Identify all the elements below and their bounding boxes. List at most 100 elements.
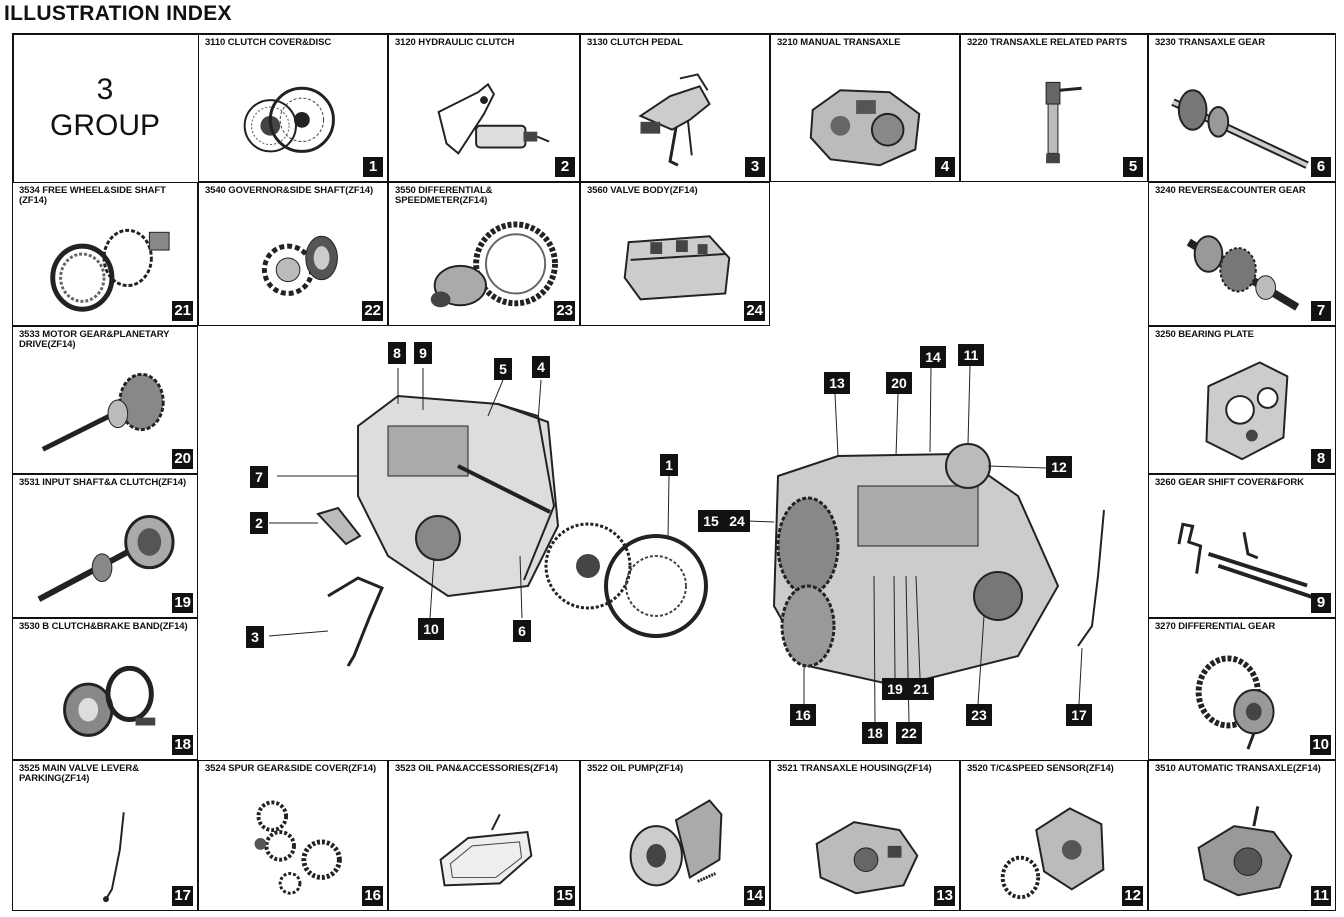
cell-number: 16 <box>362 886 383 906</box>
cell-number: 21 <box>172 301 193 321</box>
index-cell-3521[interactable]: 3521 TRANSAXLE HOUSING(ZF14) 13 <box>770 760 960 911</box>
index-cell-3110[interactable]: 3110 CLUTCH COVER&DISC 1 <box>198 34 388 182</box>
index-cell-3530[interactable]: 3530 B CLUTCH&BRAKE BAND(ZF14) 18 <box>12 618 198 760</box>
cell-caption: 3520 T/C&SPEED SENSOR(ZF14) <box>967 763 1114 774</box>
cell-caption: 3540 GOVERNOR&SIDE SHAFT(ZF14) <box>205 185 374 196</box>
index-cell-3520[interactable]: 3520 T/C&SPEED SENSOR(ZF14) 12 <box>960 760 1148 911</box>
callout-19: 19 <box>882 678 908 700</box>
shift-rod-icon <box>1045 81 1082 164</box>
cell-caption: 3510 AUTOMATIC TRANSAXLE(ZF14) <box>1155 763 1321 774</box>
cell-caption: 3130 CLUTCH PEDAL <box>587 37 683 48</box>
cell-number: 6 <box>1311 157 1331 177</box>
cell-caption: 3534 FREE WHEEL&SIDE SHAFT (ZF14) <box>19 185 166 206</box>
group-label: 3 GROUP <box>12 34 198 182</box>
index-cell-3220[interactable]: 3220 TRANSAXLE RELATED PARTS 5 <box>960 34 1148 182</box>
cell-number: 10 <box>1310 735 1331 755</box>
cell-caption: 3560 VALVE BODY(ZF14) <box>587 185 698 196</box>
cell-number: 17 <box>172 886 193 906</box>
transaxle-icon <box>1000 807 1105 900</box>
index-cell-3120[interactable]: 3120 HYDRAULIC CLUTCH 2 <box>388 34 580 182</box>
cell-caption: 3523 OIL PAN&ACCESSORIES(ZF14) <box>395 763 558 774</box>
cell-number: 22 <box>362 301 383 321</box>
cell-caption: 3230 TRANSAXLE GEAR <box>1155 37 1266 48</box>
cell-caption: 3522 OIL PUMP(ZF14) <box>587 763 684 774</box>
cell-caption: 3533 MOTOR GEAR&PLANETARY DRIVE(ZF14) <box>19 329 170 350</box>
cell-caption: 3525 MAIN VALVE LEVER& PARKING(ZF14) <box>19 763 139 784</box>
callout-15: 15 <box>698 510 724 532</box>
cell-number: 19 <box>172 593 193 613</box>
cell-caption: 3110 CLUTCH COVER&DISC <box>205 37 332 48</box>
index-cell-3550[interactable]: 3550 DIFFERENTIAL& SPEEDMETER(ZF14) 23 <box>388 182 580 326</box>
hydraulic-cylinder-icon <box>437 82 550 155</box>
page-title: ILLUSTRATION INDEX <box>4 2 232 25</box>
cell-number: 1 <box>363 157 383 177</box>
cell-number: 2 <box>555 157 575 177</box>
index-cell-3531[interactable]: 3531 INPUT SHAFT&A CLUTCH(ZF14) 19 <box>12 474 198 618</box>
callout-13: 13 <box>824 372 850 394</box>
callout-16: 16 <box>790 704 816 726</box>
cell-caption: 3270 DIFFERENTIAL GEAR <box>1155 621 1276 632</box>
cell-number: 15 <box>554 886 575 906</box>
cell-caption: 3524 SPUR GEAR&SIDE COVER(ZF14) <box>205 763 377 774</box>
oil-pan-icon <box>439 813 533 887</box>
cell-number: 7 <box>1311 301 1331 321</box>
index-cell-3534[interactable]: 3534 FREE WHEEL&SIDE SHAFT (ZF14) 21 <box>12 182 198 326</box>
cell-number: 13 <box>934 886 955 906</box>
callout-7: 7 <box>250 466 268 488</box>
index-cell-3510[interactable]: 3510 AUTOMATIC TRANSAXLE(ZF14) 11 <box>1148 760 1336 911</box>
cell-number: 3 <box>745 157 765 177</box>
index-cell-3522[interactable]: 3522 OIL PUMP(ZF14) 14 <box>580 760 770 911</box>
valve-body-icon <box>623 235 731 301</box>
cell-number: 23 <box>554 301 575 321</box>
callout-6: 6 <box>513 620 531 642</box>
index-cell-3250[interactable]: 3250 BEARING PLATE 8 <box>1148 326 1336 474</box>
cell-number: 20 <box>172 449 193 469</box>
index-cell-3524[interactable]: 3524 SPUR GEAR&SIDE COVER(ZF14) 16 <box>198 760 388 911</box>
differential-icon <box>1195 655 1275 750</box>
index-cell-3130[interactable]: 3130 CLUTCH PEDAL 3 <box>580 34 770 182</box>
pedal-icon <box>638 73 711 167</box>
cell-number: 14 <box>744 886 765 906</box>
exploded-view-area: 8 9 5 4 7 2 3 10 6 1 14 11 13 20 12 15 2… <box>198 326 1146 760</box>
index-cell-3240[interactable]: 3240 REVERSE&COUNTER GEAR 7 <box>1148 182 1336 326</box>
clutch-disc-icon <box>243 86 335 153</box>
index-cell-3540[interactable]: 3540 GOVERNOR&SIDE SHAFT(ZF14) 22 <box>198 182 388 326</box>
gear-icon <box>261 235 338 296</box>
cell-number: 4 <box>935 157 955 177</box>
index-cell-3230[interactable]: 3230 TRANSAXLE GEAR 6 <box>1148 34 1336 182</box>
cell-number: 5 <box>1123 157 1143 177</box>
index-cell-3533[interactable]: 3533 MOTOR GEAR&PLANETARY DRIVE(ZF14) 20 <box>12 326 198 474</box>
callout-18: 18 <box>862 722 888 744</box>
cell-number: 24 <box>744 301 765 321</box>
brake-band-icon <box>63 665 156 737</box>
cell-caption: 3220 TRANSAXLE RELATED PARTS <box>967 37 1127 48</box>
cell-caption: 3521 TRANSAXLE HOUSING(ZF14) <box>777 763 932 774</box>
index-cell-3260[interactable]: 3260 GEAR SHIFT COVER&FORK 9 <box>1148 474 1336 618</box>
index-cell-3560[interactable]: 3560 VALVE BODY(ZF14) 24 <box>580 182 770 326</box>
index-cell-3525[interactable]: 3525 MAIN VALVE LEVER& PARKING(ZF14) 17 <box>12 760 198 911</box>
index-cell-3523[interactable]: 3523 OIL PAN&ACCESSORIES(ZF14) 15 <box>388 760 580 911</box>
index-cell-3210[interactable]: 3210 MANUAL TRANSAXLE 4 <box>770 34 960 182</box>
callout-20: 20 <box>886 372 912 394</box>
lever-rod-icon <box>103 812 125 903</box>
cell-caption: 3530 B CLUTCH&BRAKE BAND(ZF14) <box>19 621 188 632</box>
group-word: GROUP <box>49 109 160 142</box>
oil-pump-icon <box>629 799 723 887</box>
cell-caption: 3120 HYDRAULIC CLUTCH <box>395 37 515 48</box>
callout-9: 9 <box>414 342 432 364</box>
cell-caption: 3210 MANUAL TRANSAXLE <box>777 37 901 48</box>
transaxle-icon <box>815 821 919 895</box>
exploded-transaxle-illustration <box>268 365 1105 723</box>
callout-1: 1 <box>660 454 678 476</box>
spur-gears-icon <box>254 800 342 895</box>
cell-caption: 3240 REVERSE&COUNTER GEAR <box>1155 185 1306 196</box>
gear-shaft-icon <box>41 372 165 452</box>
callout-5: 5 <box>494 358 512 380</box>
gear-shaft-icon <box>1186 235 1300 311</box>
index-cell-3270[interactable]: 3270 DIFFERENTIAL GEAR 10 <box>1148 618 1336 760</box>
cell-caption: 3531 INPUT SHAFT&A CLUTCH(ZF14) <box>19 477 187 488</box>
callout-10: 10 <box>418 618 444 640</box>
transaxle-icon <box>809 89 921 167</box>
callout-22: 22 <box>896 722 922 744</box>
ring-gear-icon <box>50 228 170 312</box>
